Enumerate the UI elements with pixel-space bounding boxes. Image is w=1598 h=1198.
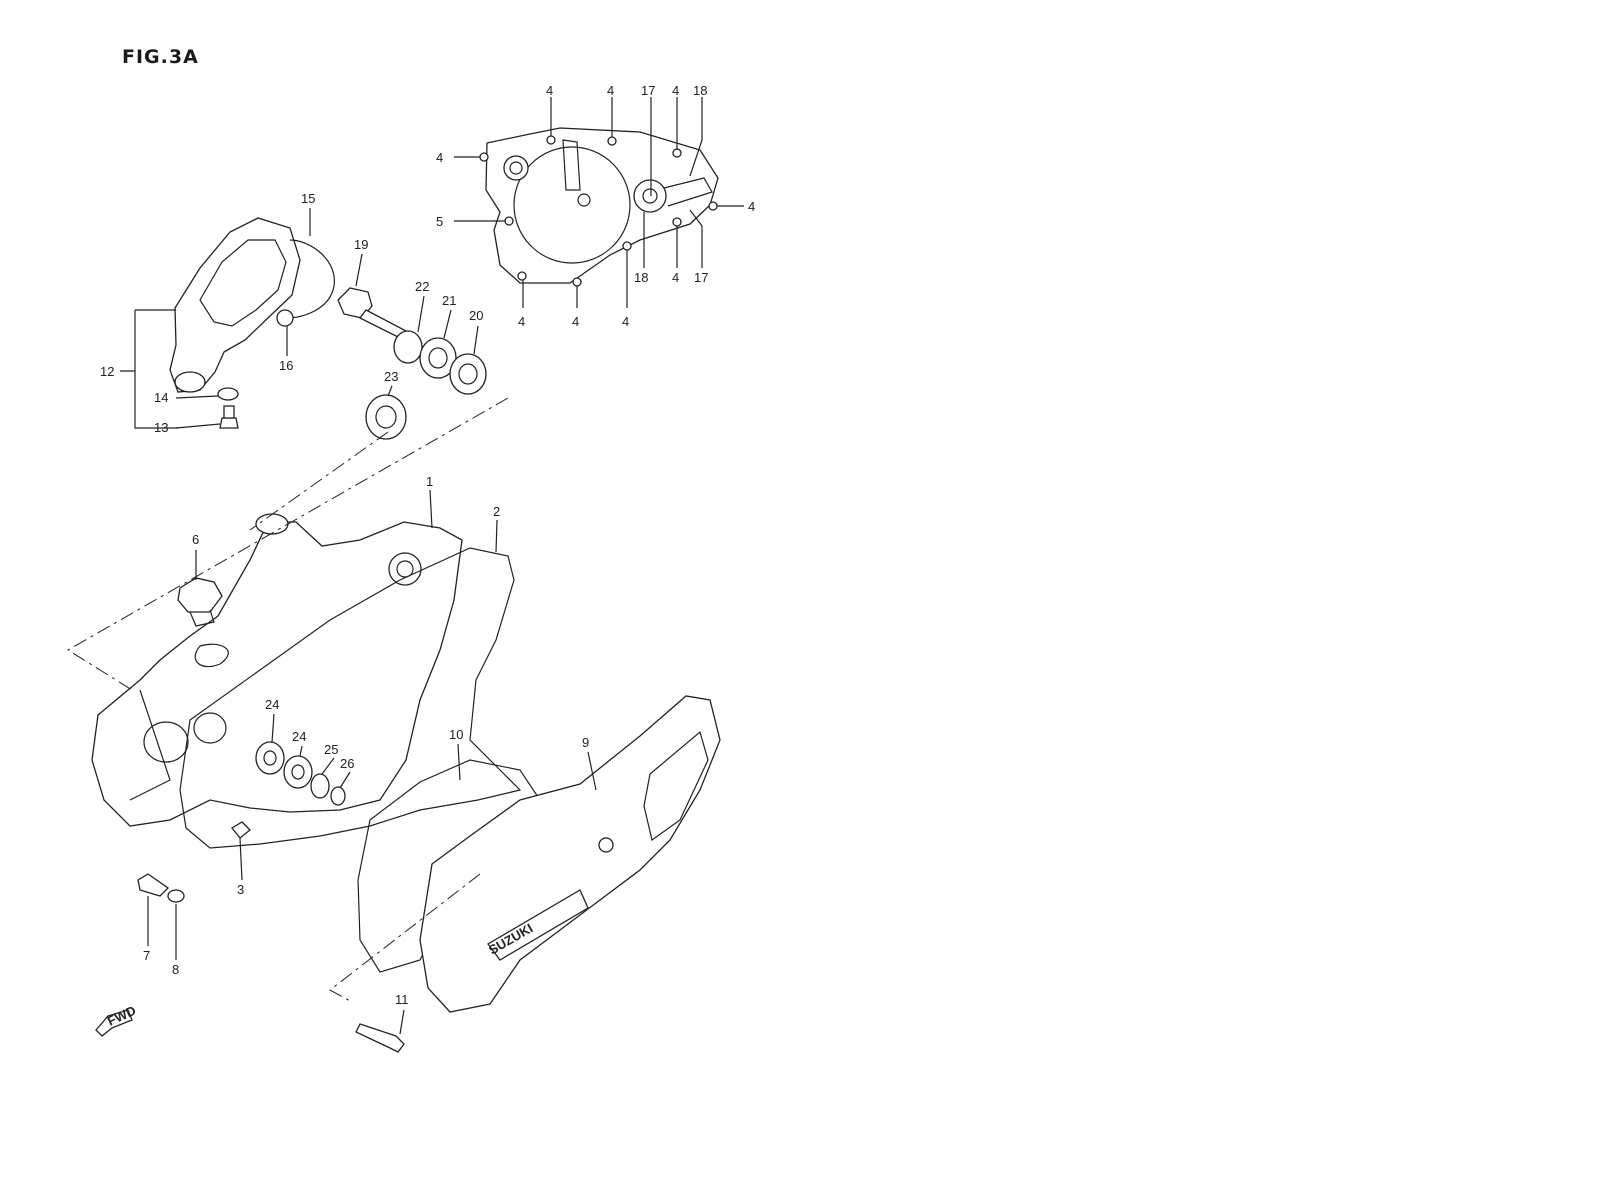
callout-21: 21	[442, 293, 456, 308]
callout-17: 17	[694, 270, 708, 285]
bearing-24b	[283, 755, 313, 789]
callout-4: 4	[748, 199, 755, 214]
circlip-25	[310, 773, 330, 799]
callout-18: 18	[634, 270, 648, 285]
callout-3: 3	[237, 882, 244, 897]
callout-8: 8	[172, 962, 179, 977]
clutch-cover	[479, 127, 719, 287]
oil-seal-20	[449, 353, 487, 395]
callout-17: 17	[641, 83, 655, 98]
callout-25: 25	[324, 742, 338, 757]
callout-4: 4	[672, 270, 679, 285]
callout-22: 22	[415, 279, 429, 294]
oil-seal-23	[365, 394, 407, 440]
callout-4: 4	[572, 314, 579, 329]
callout-24: 24	[292, 729, 306, 744]
callout-labels: 4 4 17 4 18 4 5 4 18 4 17 4 4 4 15 19 22…	[100, 83, 755, 1007]
callout-14: 14	[154, 390, 168, 405]
washer-26	[330, 786, 346, 806]
callout-23: 23	[384, 369, 398, 384]
callout-7: 7	[143, 948, 150, 963]
figure-title: FIG.3A	[122, 46, 199, 68]
callout-12: 12	[100, 364, 114, 379]
washer-14	[217, 387, 239, 401]
leader-lines	[120, 97, 744, 1035]
reference-lines	[67, 397, 509, 1003]
dowel-pin-3	[231, 821, 251, 839]
callout-24: 24	[265, 697, 279, 712]
drain-bolt-13	[219, 405, 239, 429]
water-pump-housing	[169, 217, 335, 393]
callout-1: 1	[426, 474, 433, 489]
callout-15: 15	[301, 191, 315, 206]
callout-4: 4	[546, 83, 553, 98]
callout-4: 4	[622, 314, 629, 329]
callout-9: 9	[582, 735, 589, 750]
callout-4: 4	[672, 83, 679, 98]
crankcase-cover	[91, 513, 463, 827]
callout-11: 11	[395, 992, 409, 1007]
callout-20: 20	[469, 308, 483, 323]
oil-filler-cap-6	[177, 577, 223, 627]
callout-5: 5	[436, 214, 443, 229]
callout-19: 19	[354, 237, 368, 252]
callout-4: 4	[436, 150, 443, 165]
fwd-direction-icon: FWD	[95, 1003, 138, 1037]
callout-4: 4	[607, 83, 614, 98]
callout-13: 13	[154, 420, 168, 435]
callout-16: 16	[279, 358, 293, 373]
gasket-2	[179, 547, 522, 849]
bearing-21	[419, 337, 457, 379]
bolt-11	[355, 1023, 405, 1053]
callout-4: 4	[518, 314, 525, 329]
washer-8	[167, 889, 185, 903]
callout-26: 26	[340, 756, 354, 771]
circlip-22	[393, 330, 423, 364]
bolt-7	[137, 873, 170, 897]
callout-2: 2	[493, 504, 500, 519]
outer-cover-9: SUZUKI	[419, 695, 721, 1013]
callout-6: 6	[192, 532, 199, 547]
callout-18: 18	[693, 83, 707, 98]
callout-10: 10	[449, 727, 463, 742]
bearing-24a	[255, 741, 285, 775]
pump-shaft	[337, 287, 409, 341]
